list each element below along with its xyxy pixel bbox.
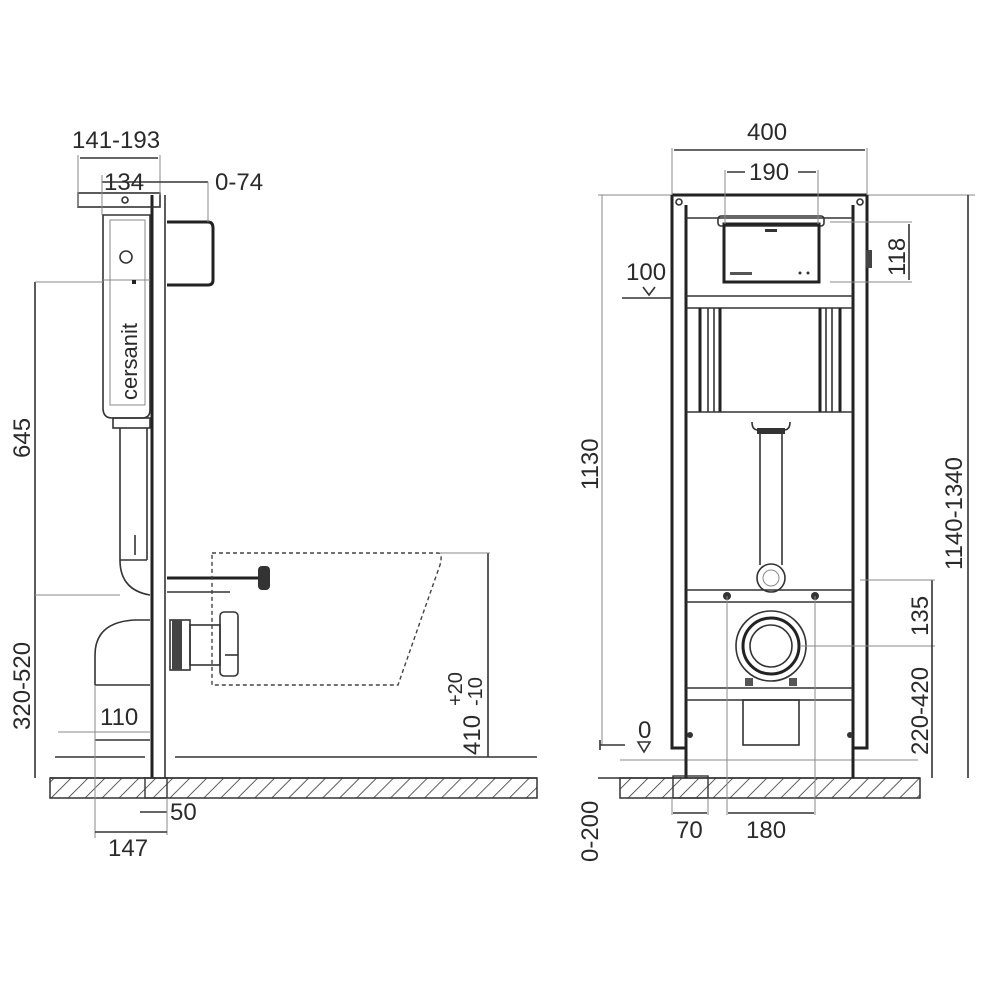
flush-button-side — [167, 220, 215, 287]
cistern-tank: cersanit — [102, 214, 151, 419]
flush-pipe-front — [751, 421, 791, 593]
toilet-bowl-outline — [211, 552, 442, 686]
dim-0-200: 0-200 — [577, 801, 604, 862]
dim-134: 134 — [104, 169, 144, 196]
side-dimensions: 141-193 134 0-74 645 320-520 110 50 147 … — [9, 127, 490, 862]
dim-410-plus: +20 — [445, 672, 467, 706]
front-view: 400 190 118 100 1130 1140-1340 135 220-4… — [577, 119, 975, 862]
dim-410: 410 — [459, 715, 486, 755]
flush-pipe — [112, 417, 151, 596]
dim-0: 0 — [638, 717, 651, 744]
dim-645: 645 — [9, 418, 36, 458]
dim-320-520: 320-520 — [9, 642, 36, 730]
frame-post — [144, 195, 168, 799]
dim-110: 110 — [100, 704, 138, 731]
dim-1130: 1130 — [577, 438, 604, 490]
drain-front — [735, 610, 807, 686]
dim-400: 400 — [747, 119, 787, 146]
dim-50: 50 — [170, 799, 197, 826]
side-view: cersanit — [9, 127, 538, 862]
flush-button-front — [717, 215, 872, 284]
dim-70: 70 — [676, 817, 703, 844]
floor-hatch-front — [619, 777, 921, 799]
dim-410-minus: -10 — [465, 677, 487, 706]
drain-bend — [94, 619, 150, 838]
front-dimensions: 400 190 118 100 1130 1140-1340 135 220-4… — [577, 119, 969, 862]
frame-outline — [598, 193, 975, 799]
dim-147: 147 — [108, 835, 148, 862]
dim-1140-1340: 1140-1340 — [941, 457, 968, 570]
cistern-front — [686, 308, 853, 413]
dim-100: 100 — [626, 259, 666, 286]
dim-220-420: 220-420 — [907, 667, 934, 755]
dim-118: 118 — [884, 238, 911, 276]
floor-hatch-side — [49, 777, 538, 799]
dim-135: 135 — [907, 596, 934, 636]
brand-label: cersanit — [117, 323, 142, 400]
dim-141-193: 141-193 — [72, 127, 160, 154]
drain-connector — [169, 611, 239, 677]
dim-0-74: 0-74 — [215, 169, 263, 196]
dim-180: 180 — [746, 817, 786, 844]
dim-190: 190 — [749, 159, 789, 186]
